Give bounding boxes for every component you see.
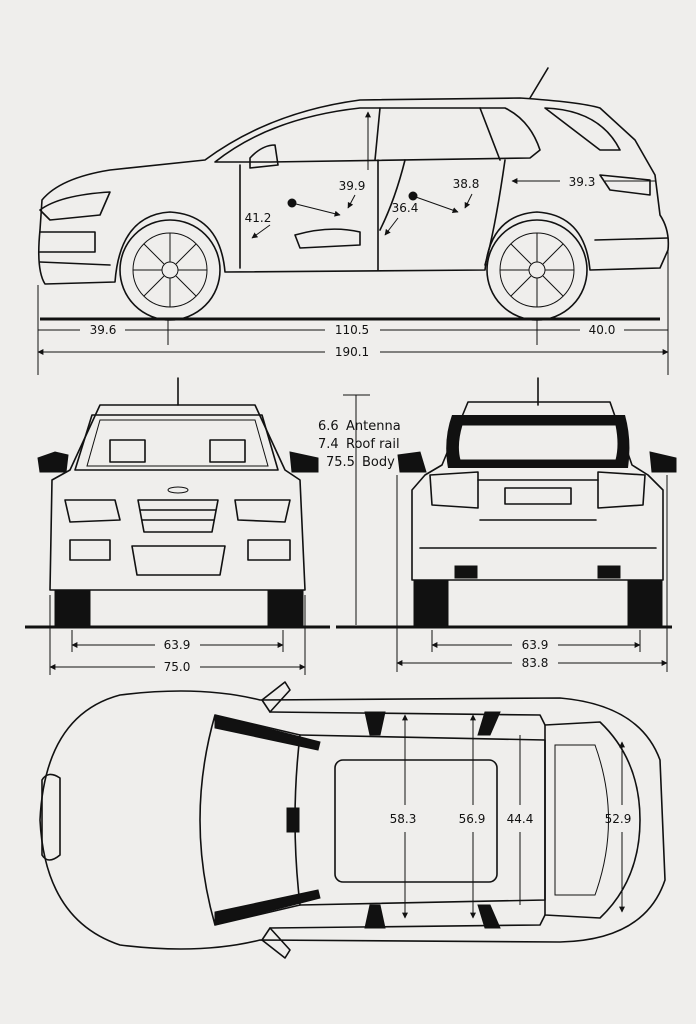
overall-length-label: 190.1 [335,345,369,359]
exhaust [597,565,621,579]
grille-top [41,773,61,861]
body-height-label: Body [362,455,395,470]
rear-shoulder-label: 56.9 [459,812,486,826]
side-windows [214,107,541,163]
tail-lights [429,471,646,509]
cargo-width-label: 44.4 [507,812,534,826]
rearview-mirror [286,807,300,833]
rear-wheel [486,219,588,321]
pillars-top [364,711,501,929]
roof-rail-height-label: Roof rail [346,437,400,452]
front-lights-side [39,191,111,266]
extension-lines [396,475,668,672]
tire [413,579,449,628]
front-wheel [119,219,221,321]
exhaust [454,565,478,579]
tire [627,579,663,628]
fog-lights [69,539,291,561]
front-overhang-label: 39.6 [90,323,117,337]
side-mirrors [397,451,677,473]
wheelbase-label: 110.5 [335,323,369,337]
side-body-outline [38,97,670,285]
side-view: 41.2 39.9 36.4 38.8 39.3 39.6 110.5 40.0… [37,67,670,375]
windshield [86,419,269,467]
badge-icon [167,486,189,494]
seats-outline [294,159,406,249]
rear-width-top-label: 52.9 [605,812,632,826]
rear-window [457,424,619,461]
rear-window-top-frame [544,721,641,919]
rear-quarter-window [544,107,621,151]
grille [137,499,219,533]
dimension-arrow [412,195,459,214]
rear-width-label: 83.8 [522,656,549,670]
dimension-arrow [347,194,356,209]
rear-legroom-label: 36.4 [392,201,419,215]
dimension-arrow [464,193,473,209]
door-lines [239,107,506,271]
tire [54,589,91,628]
tail-light-side [594,174,669,241]
top-view: 58.3 56.9 44.4 52.9 [39,681,666,959]
rear-window-top [554,744,609,896]
windshield-frame [74,414,279,471]
tire [267,589,304,628]
roof-rails [269,711,546,929]
a-pillars [214,714,321,926]
front-legroom-label: 41.2 [245,211,272,225]
antenna-height-label: Antenna [346,419,401,434]
height-legend: 6.6 Antenna 7.4 Roof rail 75.5 Body [318,394,401,625]
extension-lines [49,595,306,675]
antenna [529,67,549,99]
side-mirror [249,144,279,169]
rear-track-label: 63.9 [522,638,549,652]
front-seats [109,439,246,463]
front-track-label: 63.9 [164,638,191,652]
rear-overhang-label: 40.0 [589,323,616,337]
front-headroom-label: 39.9 [339,179,366,193]
headlights [64,499,291,523]
side-mirrors-top [261,681,291,959]
rear-view: 63.9 83.8 [336,377,677,672]
license-plate [504,487,572,505]
side-mirrors [37,451,319,473]
windshield-top [199,714,301,926]
rear-headroom-label: 38.8 [453,177,480,191]
antenna-height-value: 6.6 [318,419,339,434]
body-height-value: 75.5 [326,455,355,470]
front-width-label: 75.0 [164,660,191,674]
front-shoulder-label: 58.3 [390,812,417,826]
lower-intake [131,545,226,576]
dimension-arrow [251,224,271,239]
dimension-arrow [384,217,399,236]
sunroof [334,759,498,883]
top-body-outline [39,690,666,950]
roof-rail-height-value: 7.4 [318,437,339,452]
front-view: 63.9 75.0 [25,377,330,675]
tailgate-lines [419,479,657,549]
dimension-arrow [291,202,341,217]
cargo-length-label: 39.3 [569,175,596,189]
